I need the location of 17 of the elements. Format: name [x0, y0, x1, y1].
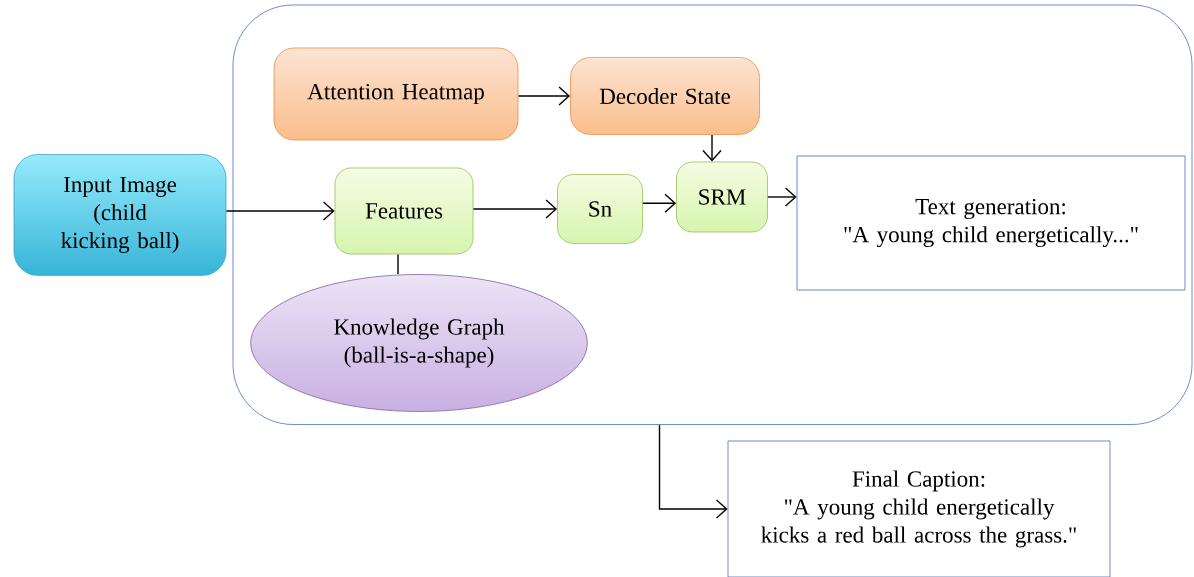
- process-box: SRM: [676, 161, 768, 233]
- arrow: [472, 199, 558, 219]
- arrow: [642, 193, 677, 213]
- arrow: [225, 201, 335, 221]
- process-box: Sn: [557, 174, 643, 244]
- process-box: Decoder State: [570, 57, 760, 135]
- arrow: [702, 134, 722, 162]
- process-box: Attention Heatmap: [273, 47, 519, 141]
- input-box: Input Image (child kicking ball): [13, 154, 227, 276]
- process-box: Features: [334, 167, 474, 255]
- caption-box: Final Caption: "A young child energetically kicks a red ball across the grass.": [727, 440, 1111, 577]
- arrow: [517, 86, 571, 106]
- connector-line: [397, 253, 399, 275]
- arrow: [767, 187, 797, 207]
- output-box: Text generation: "A young child energetically...": [796, 155, 1186, 291]
- arrow: [658, 424, 728, 519]
- container-box: [232, 4, 1193, 425]
